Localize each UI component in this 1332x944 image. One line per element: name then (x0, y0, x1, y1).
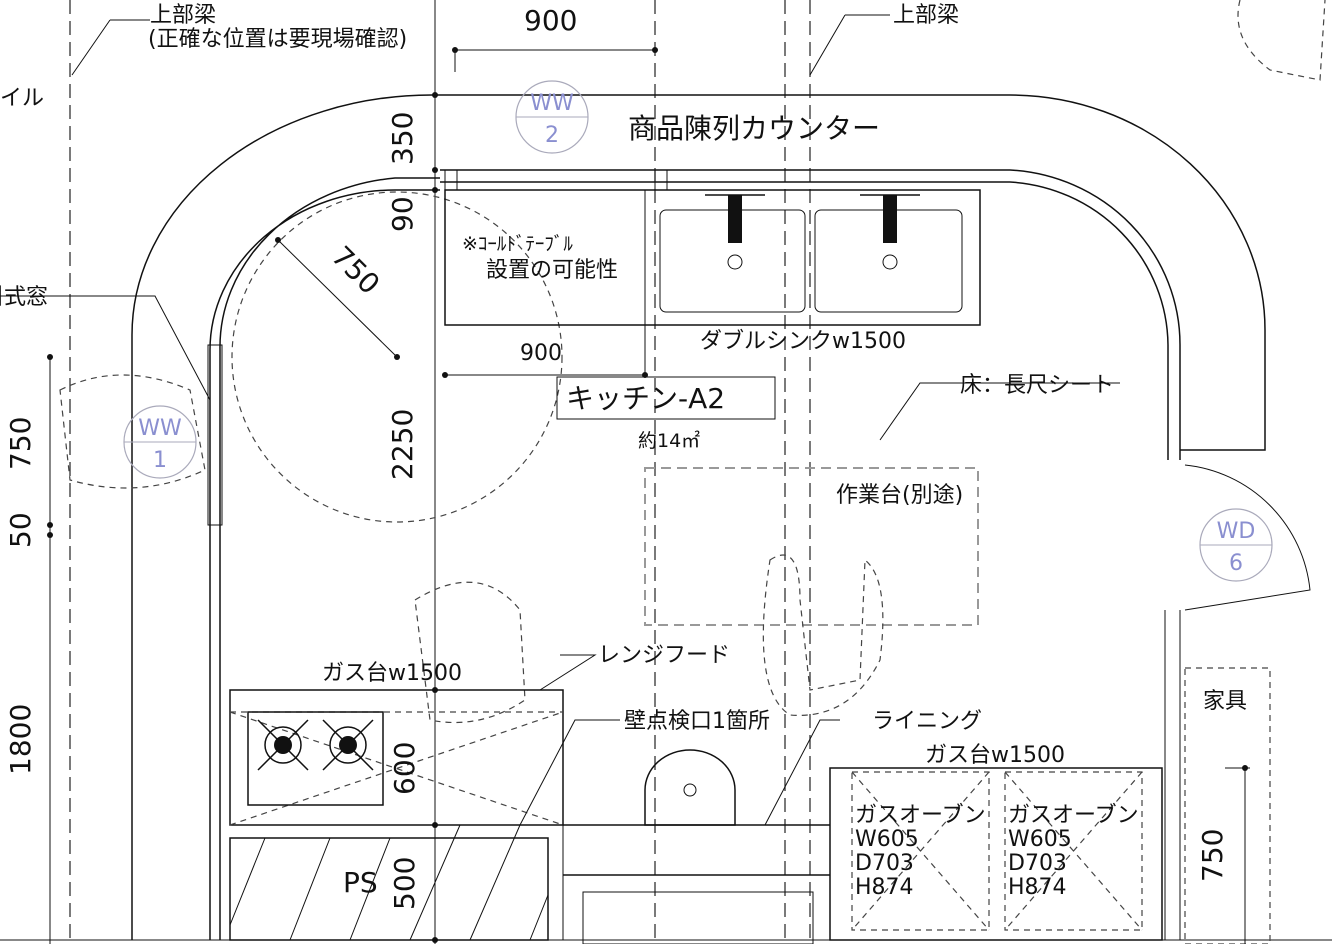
gas-stove-left (229, 689, 564, 826)
room-title-box (556, 376, 776, 420)
turning-radius-circle (231, 191, 563, 523)
oven1-h: H874 (855, 875, 914, 900)
range-hood-label: レンジフード (598, 643, 730, 668)
work-table-label: 作業台(別途) (836, 483, 963, 508)
gas-stove-left-label: ガス台w1500 (322, 661, 462, 686)
svg-text:2: 2 (545, 123, 559, 148)
svg-text:1: 1 (153, 448, 167, 473)
room-title: キッチン-A2 (566, 382, 725, 415)
dim-left-1800: 1800 (4, 704, 37, 775)
oven2-w: W605 (1008, 827, 1072, 852)
dim-right-750: 750 (1196, 829, 1229, 882)
pipe-space (229, 824, 549, 941)
dim-left-50: 50 (4, 512, 37, 548)
dim-top-900: 900 (524, 4, 577, 37)
oven2-d: D703 (1008, 851, 1067, 876)
tile-label: イル (0, 86, 44, 111)
window-label: 引式窓 (0, 285, 48, 310)
lining-label: ライニング (872, 709, 982, 734)
tag-ww1: WW 1 (123, 405, 197, 479)
dim-90: 90 (386, 196, 419, 232)
beam-label-left: 上部梁 (150, 3, 216, 28)
work-table (644, 467, 979, 626)
beam-note: (正確な位置は要現場確認) (148, 27, 407, 52)
dim-radius-750: 750 (325, 240, 386, 301)
gas-ovens (829, 767, 1163, 941)
double-sink-label: ダブルシンクw1500 (700, 329, 906, 354)
beam-label-right: 上部梁 (893, 3, 959, 28)
room-area: 約14㎡ (638, 429, 700, 452)
floor-label: 床：長尺シート (960, 373, 1114, 398)
dim-left-750: 750 (4, 417, 37, 470)
cold-table-note-2: 設置の可能性 (486, 258, 618, 283)
furniture (1184, 667, 1271, 944)
double-sink (444, 189, 981, 326)
inspection-label: 壁点検口1箇所 (624, 709, 770, 734)
svg-text:WW: WW (138, 416, 182, 441)
wall-inspection-hatch (644, 749, 736, 826)
dim-600: 600 (388, 742, 421, 795)
svg-text:WD: WD (1217, 519, 1256, 544)
display-counter-outline (131, 94, 1266, 940)
oven2-h: H874 (1008, 875, 1067, 900)
oven1-label: ガスオーブン (855, 803, 986, 828)
ps-label: PS (343, 866, 378, 899)
door-wd6 (1184, 464, 1311, 611)
dim-inner-900: 900 (520, 341, 562, 366)
furniture-label: 家具 (1203, 689, 1247, 714)
oven1-d: D703 (855, 851, 914, 876)
oven2-label: ガスオーブン (1008, 803, 1139, 828)
dim-350: 350 (386, 112, 419, 165)
dim-500: 500 (388, 857, 421, 910)
counter-label: 商品陳列カウンター (628, 112, 880, 145)
oven1-w: W605 (855, 827, 919, 852)
tag-ww2: WW 2 (515, 80, 589, 154)
gas-stove-right-label: ガス台w1500 (925, 743, 1065, 768)
dim-2250: 2250 (386, 409, 419, 480)
counter-inner-wall (209, 169, 1181, 940)
cold-table-note: ※ｺｰﾙﾄﾞﾃｰﾌﾞﾙ (462, 233, 573, 255)
svg-text:6: 6 (1229, 551, 1243, 576)
tag-wd6: WD 6 (1199, 508, 1273, 582)
svg-text:WW: WW (530, 91, 574, 116)
